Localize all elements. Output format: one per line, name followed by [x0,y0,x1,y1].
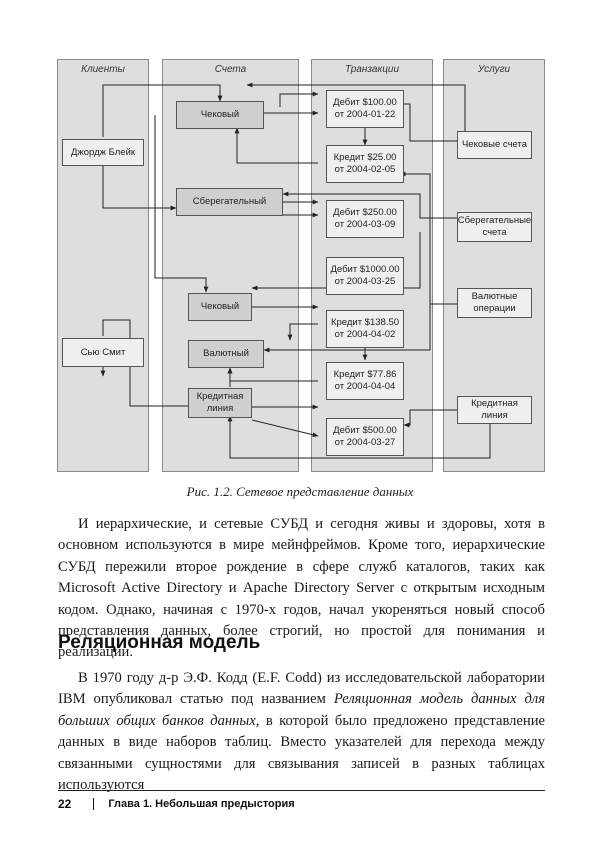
transaction-item: Кредит $77.86 от 2004-04-04 [326,362,404,400]
lane-clients: Клиенты [57,59,149,472]
client-sue-smith: Сью Смит [62,338,144,367]
paragraph-text: В 1970 году д-р Э.Ф. Кодд (E.F. Codd) из… [58,668,545,796]
transaction-item: Кредит $25.00 от 2004-02-05 [326,145,404,183]
account-credit-line: Кредитная линия [188,388,252,418]
body-paragraph-1: И иерархические, и сетевые СУБД и сегодн… [58,514,545,664]
lane-title: Транзакции [344,64,400,75]
page-footer: 22 Глава 1. Небольшая предыстория [58,797,295,811]
section-heading: Реляционная модель [58,632,261,653]
transaction-item: Кредит $138.50 от 2004-04-02 [326,310,404,348]
chapter-title: Глава 1. Небольшая предыстория [108,798,295,810]
transaction-item: Дебит $250.00 от 2004-03-09 [326,200,404,238]
account-checking-2: Чековый [188,293,252,321]
page-number: 22 [58,797,72,811]
transaction-item: Дебит $1000.00 от 2004-03-25 [326,257,404,295]
footer-separator [93,798,95,810]
service-savings: Сберегательные счета [457,212,532,242]
paper-title-italic: Реляционная модель данных для больших об… [58,691,545,729]
transaction-item: Дебит $100.00 от 2004-01-22 [326,90,404,128]
account-savings: Сберегательный [176,188,283,216]
network-model-figure: Клиенты Счета Транзакции Услуги [57,59,545,472]
paragraph-text: И иерархические, и сетевые СУБД и сегодн… [58,516,545,661]
lane-title: Услуги [477,64,511,75]
lane-title: Клиенты [81,64,125,75]
service-currency: Валютные операции [457,288,532,318]
service-credit-line: Кредитная линия [457,396,532,424]
lane-title: Счета [214,64,247,75]
footer-rule [58,790,545,791]
transaction-item: Дебит $500.00 от 2004-03-27 [326,418,404,456]
paragraph-text-part: В 1970 году д-р Э.Ф. Кодд (E.F. Codd) из… [58,670,545,708]
client-george-blake: Джордж Блейк [62,139,144,166]
service-checking: Чековые счета [457,131,532,159]
body-paragraph-2: В 1970 году д-р Э.Ф. Кодд (E.F. Codd) из… [58,668,545,796]
figure-caption: Рис. 1.2. Сетевое представление данных [186,484,414,499]
account-currency: Валютный [188,340,264,368]
account-checking-1: Чековый [176,101,264,129]
paragraph-text-part: , в которой было предложено представлени… [58,712,546,794]
